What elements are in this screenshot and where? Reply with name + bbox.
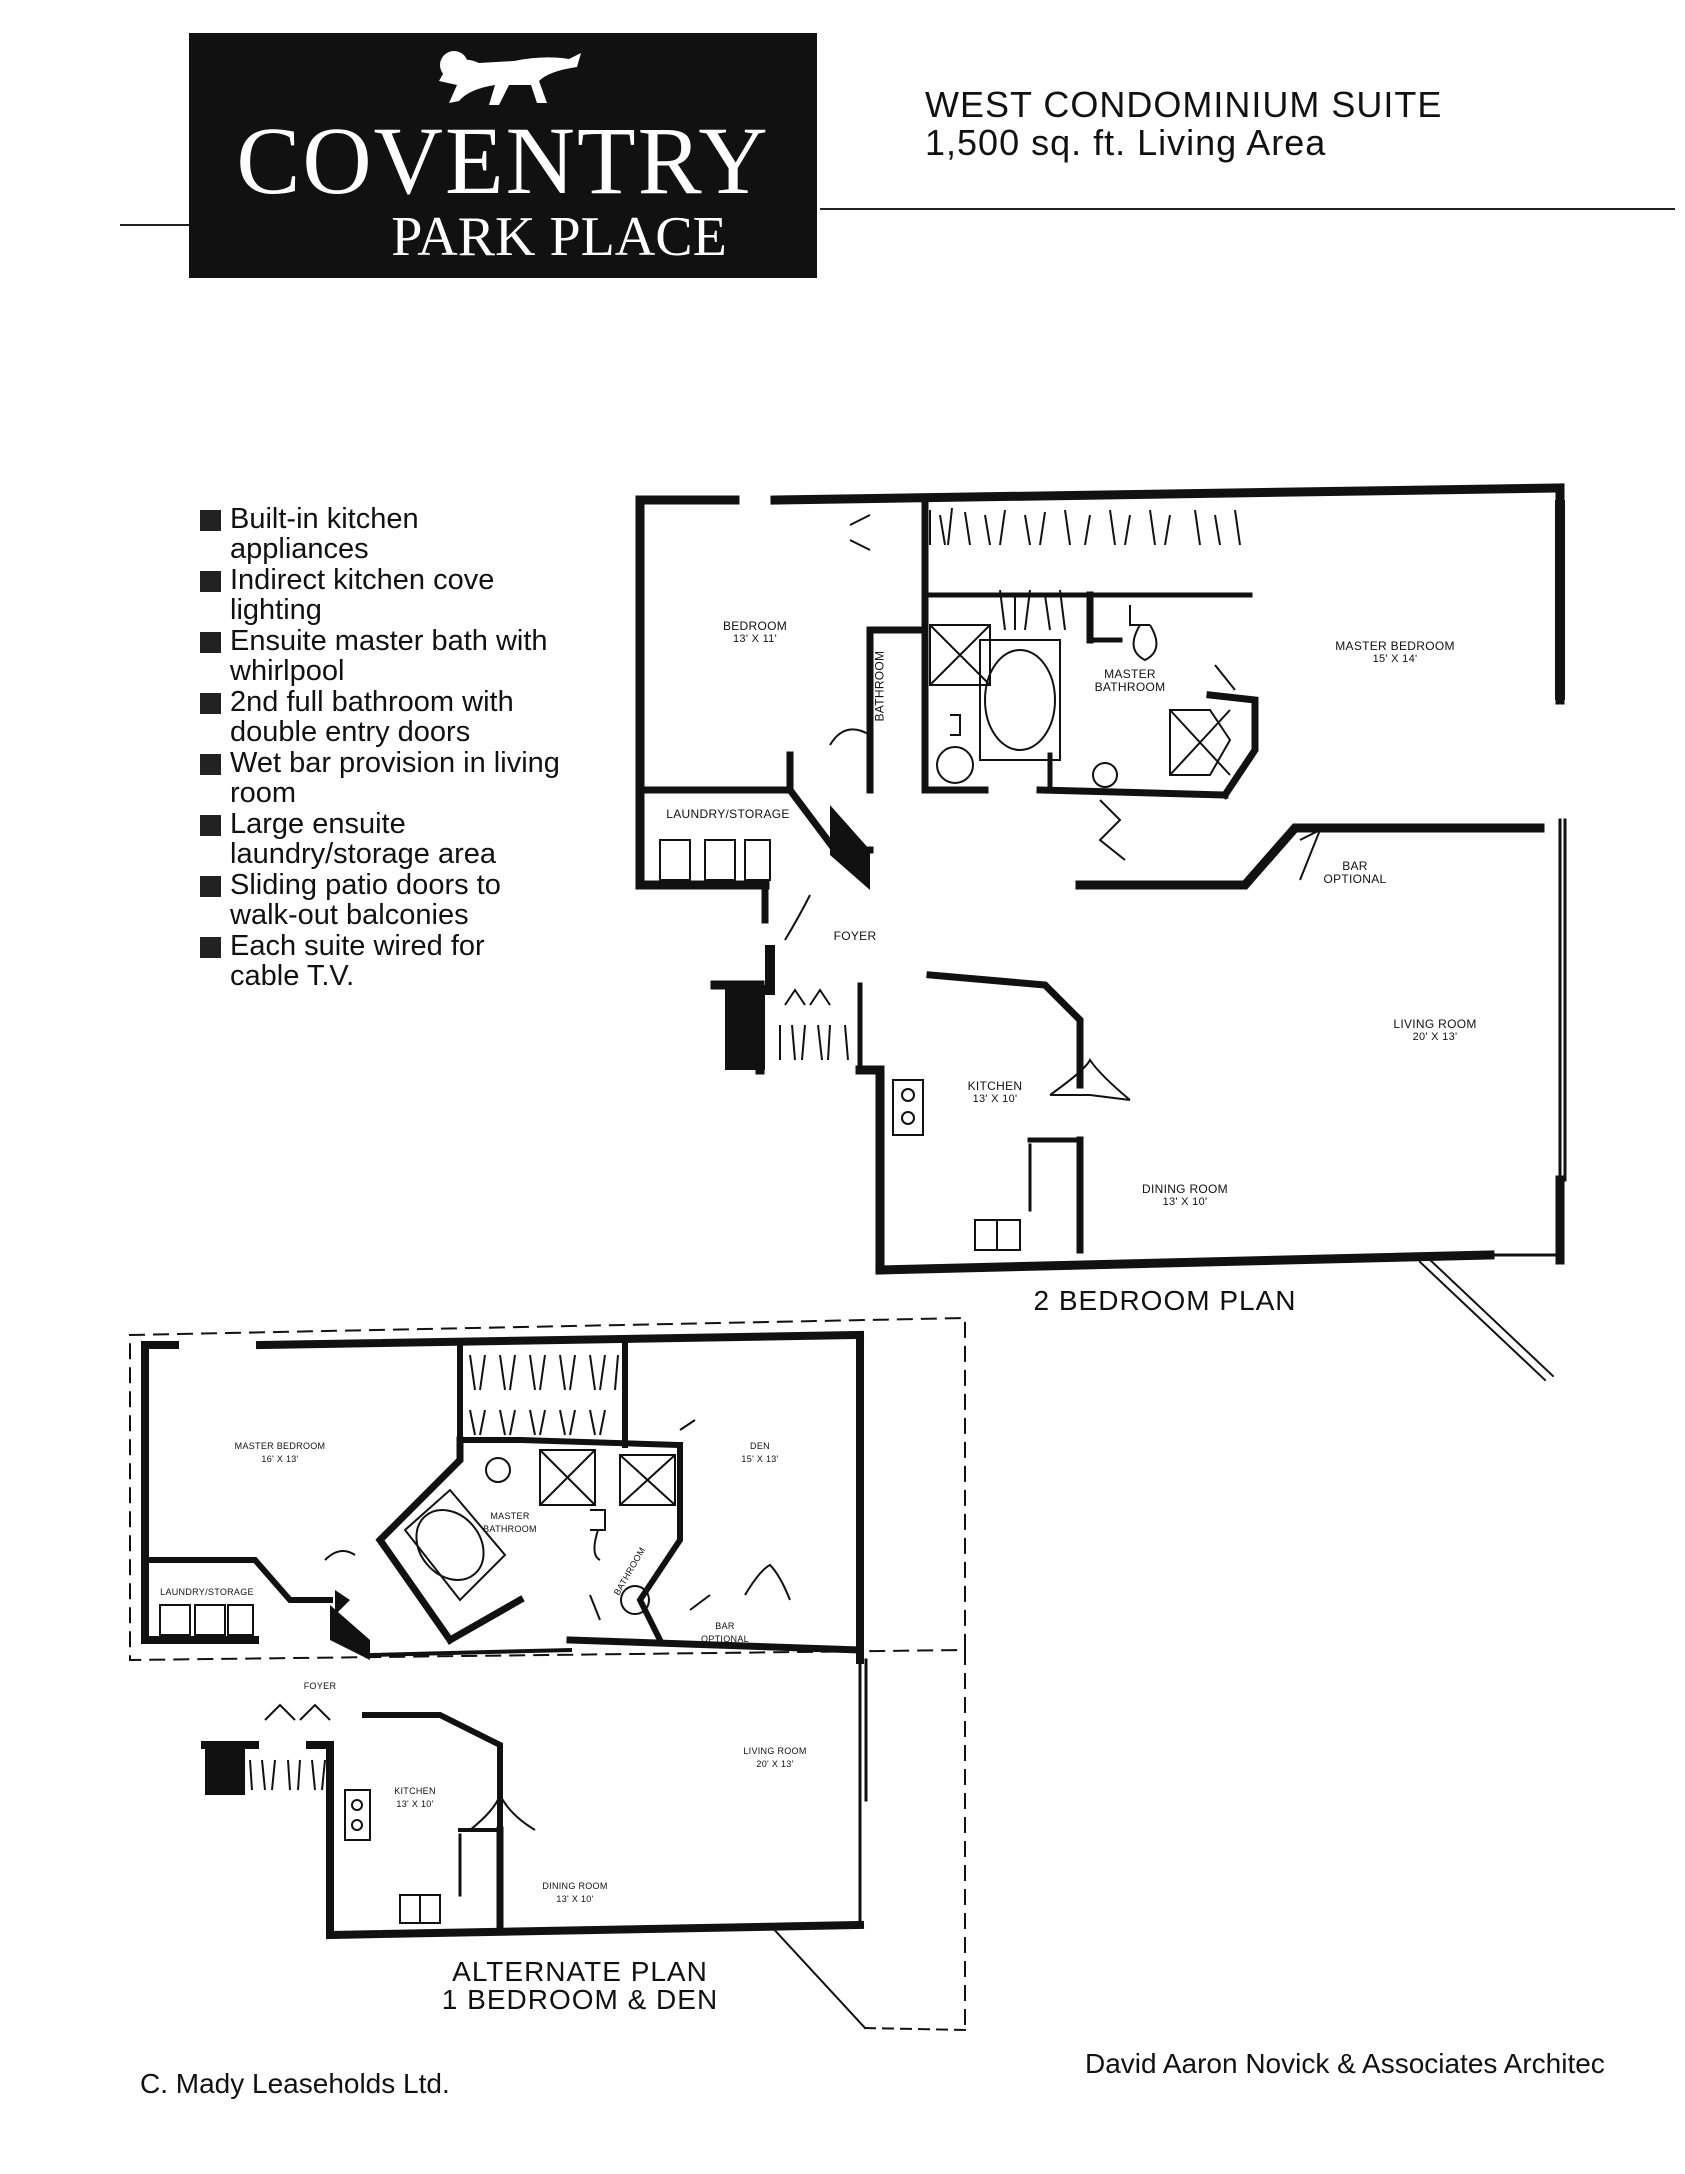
coventry-logo: COVENTRY PARK PLACE xyxy=(189,33,817,278)
suite-name: WEST CONDOMINIUM SUITE xyxy=(925,84,1443,125)
logo-brand: COVENTRY xyxy=(236,107,770,214)
plan-alt-caption: ALTERNATE PLAN 1 BEDROOM & DEN xyxy=(441,1956,719,2015)
square-bullet-icon xyxy=(200,510,221,531)
alt-label-laundry: LAUNDRY/STORAGE xyxy=(160,1587,254,1597)
alt-label-bar: BAR OPTIONAL xyxy=(701,1621,749,1644)
feature-item: Ensuite master bath with whirlpool xyxy=(200,626,560,686)
feature-item: Large ensuite laundry/storage area xyxy=(200,809,560,869)
square-bullet-icon xyxy=(200,876,221,897)
lion-emblem-icon xyxy=(439,51,581,105)
header-rule-left xyxy=(120,224,190,226)
feature-item: Wet bar provision in living room xyxy=(200,748,560,808)
alt-label-master-bathroom: MASTER BATHROOM xyxy=(483,1511,537,1534)
footer-developer: C. Mady Leaseholds Ltd. xyxy=(140,2068,450,2099)
room-label-bar: BAR OPTIONAL xyxy=(1323,859,1387,886)
room-label-laundry: LAUNDRY/STORAGE xyxy=(666,807,790,821)
feature-item: 2nd full bathroom with double entry door… xyxy=(200,687,560,747)
room-label-master-bathroom: MASTER BATHROOM xyxy=(1094,667,1166,694)
suite-area: 1,500 sq. ft. Living Area xyxy=(925,121,1327,163)
logo-subtitle: PARK PLACE xyxy=(391,206,727,268)
feature-item: Sliding patio doors to walk-out balconie… xyxy=(200,870,560,930)
header-rule-right xyxy=(820,208,1675,210)
alt-label-foyer: FOYER xyxy=(303,1681,337,1691)
square-bullet-icon xyxy=(200,632,221,653)
square-bullet-icon xyxy=(200,571,221,592)
square-bullet-icon xyxy=(200,693,221,714)
feature-list: Built-in kitchen appliances Indirect kit… xyxy=(200,504,560,992)
feature-item: Indirect kitchen cove lighting xyxy=(200,565,560,625)
room-label-foyer: FOYER xyxy=(833,929,877,943)
footer-architect: David Aaron Novick & Associates Architec xyxy=(1085,2048,1605,2079)
square-bullet-icon xyxy=(200,815,221,836)
feature-item: Built-in kitchen appliances xyxy=(200,504,560,564)
plan-main-caption: 2 BEDROOM PLAN xyxy=(1033,1285,1297,1316)
square-bullet-icon xyxy=(200,937,221,958)
square-bullet-icon xyxy=(200,754,221,775)
feature-item: Each suite wired for cable T.V. xyxy=(200,931,560,991)
suite-title: WEST CONDOMINIUM SUITE 1,500 sq. ft. Liv… xyxy=(925,86,1442,162)
